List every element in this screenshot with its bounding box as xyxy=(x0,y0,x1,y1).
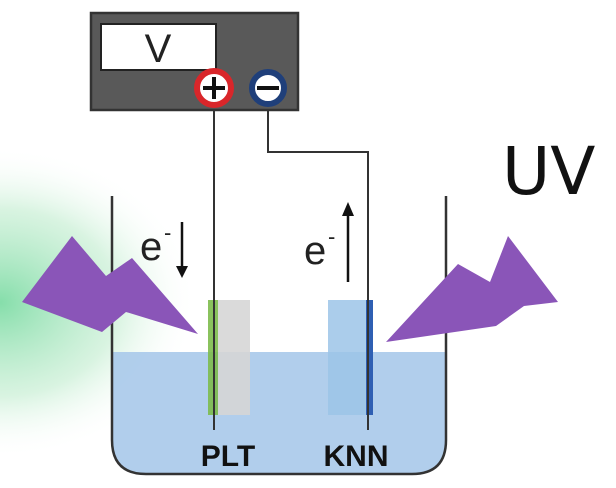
knn-electrode-strip xyxy=(366,300,373,415)
voltmeter-display xyxy=(100,23,217,71)
electron-left-charge: - xyxy=(164,220,171,245)
plt-label: PLT xyxy=(201,440,255,473)
electron-left-label: e xyxy=(140,225,162,269)
electron-right-label: e xyxy=(304,229,326,273)
voltmeter-label: V xyxy=(145,27,172,71)
electron-right-arrowhead xyxy=(342,202,354,216)
knn-label: KNN xyxy=(324,440,389,473)
beaker xyxy=(110,196,448,476)
negative-wire xyxy=(267,92,369,430)
uv-bolt-left-icon xyxy=(22,236,198,334)
electron-left-arrowhead xyxy=(176,266,188,278)
electrolyte xyxy=(112,352,446,474)
uv-label: UV xyxy=(502,133,595,210)
uv-bolt-right-icon xyxy=(386,236,558,342)
plt-electrode-plate xyxy=(218,300,250,415)
knn-electrode-plate xyxy=(328,300,366,415)
electron-right-charge: - xyxy=(328,224,335,249)
